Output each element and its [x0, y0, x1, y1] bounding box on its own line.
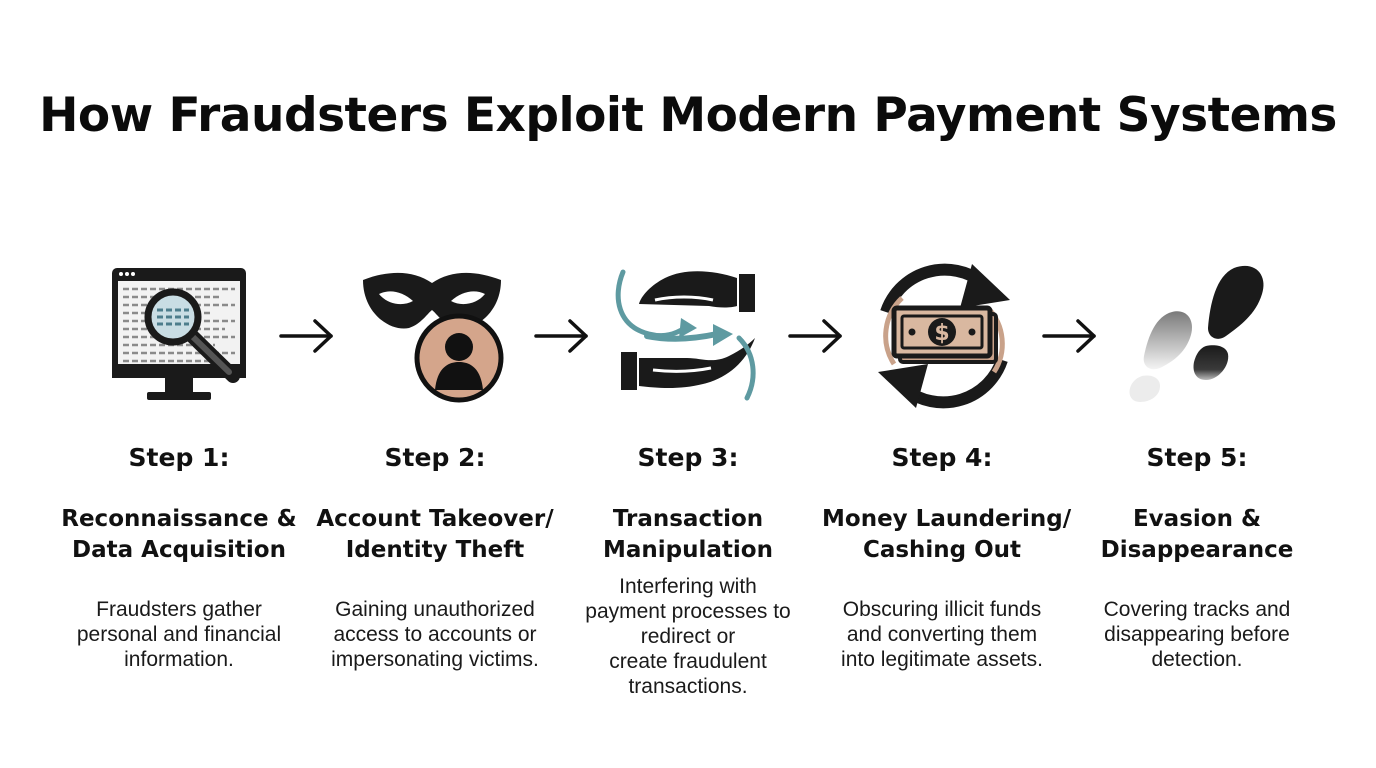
- step-heading: Reconnaissance & Data Acquisition: [61, 506, 297, 563]
- step-label: Step 3:: [637, 443, 739, 472]
- step-heading: Evasion & Disappearance: [1100, 506, 1294, 563]
- step-heading: Money Laundering/ Cashing Out: [822, 506, 1072, 563]
- step-2: Step 2: Account Takeover/ Identity Theft…: [315, 440, 555, 671]
- mask-user-icon: [355, 256, 515, 416]
- arrow-right-icon: [1040, 316, 1100, 356]
- step-description: Fraudsters gather personal and financial…: [76, 598, 282, 671]
- step-heading: Account Takeover/ Identity Theft: [316, 506, 554, 563]
- step-label: Step 2:: [384, 443, 486, 472]
- step-5: Step 5: Evasion & Disappearance Covering…: [1077, 440, 1317, 671]
- arrow-right-icon: [277, 316, 337, 356]
- step-description: Covering tracks and disappearing before …: [1103, 598, 1291, 671]
- page-title: How Fraudsters Exploit Modern Payment Sy…: [39, 88, 1337, 143]
- step-label: Step 4:: [891, 443, 993, 472]
- step-3: Step 3: Transaction Manipulation Interfe…: [568, 440, 808, 698]
- step-description: Obscuring illicit funds and converting t…: [841, 598, 1043, 671]
- hands-exchange-icon: [609, 256, 769, 416]
- step-label: Step 1:: [128, 443, 230, 472]
- step-label: Step 5:: [1146, 443, 1248, 472]
- arrow-right-icon: [532, 316, 592, 356]
- step-description: Gaining unauthorized access to accounts …: [331, 598, 539, 671]
- step-1: Step 1: Reconnaissance & Data Acquisitio…: [59, 440, 299, 671]
- arrow-right-icon: [786, 316, 846, 356]
- step-heading: Transaction Manipulation: [603, 506, 773, 563]
- svg-text:$: $: [934, 321, 949, 346]
- monitor-magnifier-icon: [99, 256, 259, 416]
- step-4: Step 4: Money Laundering/ Cashing Out Ob…: [822, 440, 1071, 671]
- fading-footprints-icon: [1122, 256, 1282, 416]
- step-description: Interfering with payment processes to re…: [585, 575, 791, 698]
- money-cycle-icon: $: [864, 256, 1024, 416]
